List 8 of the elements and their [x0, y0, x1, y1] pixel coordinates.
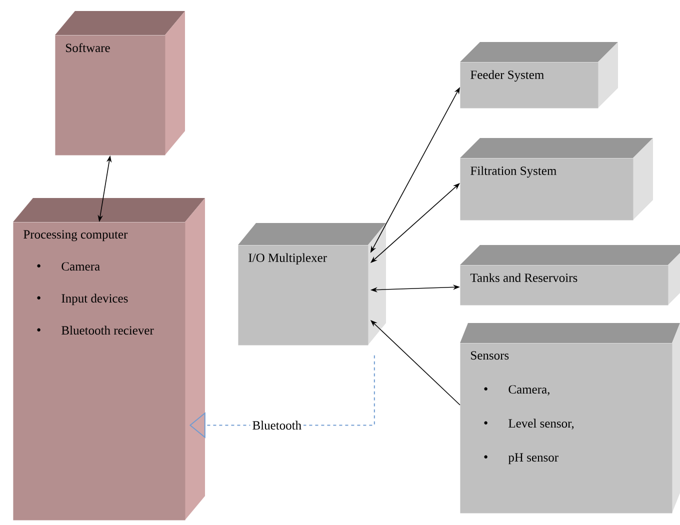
block-box: Tanks and Reservoirs — [460, 245, 680, 306]
block-box: I/O Multiplexer — [238, 223, 386, 346]
edge-label: Bluetooth — [250, 418, 304, 432]
block-box: Processing computer Camera Input devices Bluetooth reciever — [13, 198, 205, 520]
block-box: Filtration System — [460, 138, 653, 220]
block-box: Sensors Camera, Level sensor, pH sensor — [460, 323, 680, 514]
block-box: Software — [55, 11, 185, 156]
block-box: Feeder System — [460, 42, 618, 108]
